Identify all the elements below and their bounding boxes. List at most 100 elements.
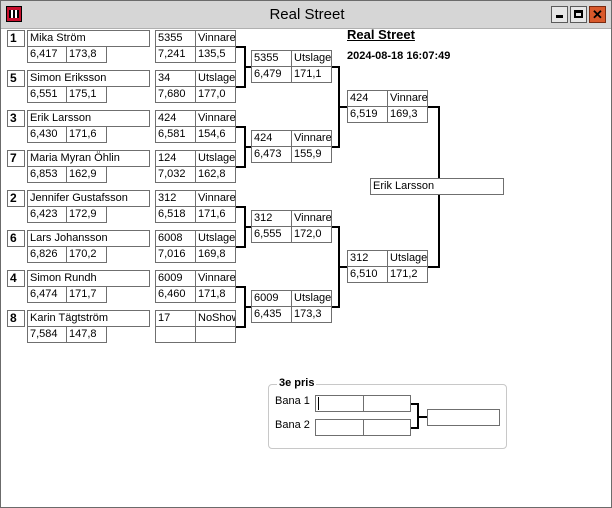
reaction-time-field[interactable] [155,326,196,343]
car-number-field[interactable]: 6008 [155,230,196,247]
speed-field[interactable]: 170,2 [66,246,107,263]
car-number-field[interactable]: 424 [155,110,196,127]
bracket-line [332,66,340,68]
reaction-time-field[interactable]: 6,417 [27,46,67,63]
result-status-field[interactable]: Vinnare [291,210,332,227]
app-icon[interactable] [6,6,22,22]
reaction-time-field[interactable]: 7,016 [155,246,196,263]
third-place-title: 3e pris [277,377,317,389]
result-status-field[interactable]: Utslagen [195,230,236,247]
final-winner-field[interactable]: Erik Larsson [370,178,504,195]
speed-field[interactable]: 162,8 [195,166,236,183]
lane-2-number-field[interactable] [315,419,364,436]
bracket-line [428,266,440,268]
participant-name-field[interactable]: Karin Tägtström [27,310,150,327]
result-status-field[interactable]: Vinnare [195,110,236,127]
reaction-time-field[interactable]: 6,853 [27,166,67,183]
reaction-time-field[interactable]: 6,555 [251,226,292,243]
car-number-field[interactable]: 424 [347,90,388,107]
result-status-field[interactable]: Vinnare [195,30,236,47]
lane-2-status-field[interactable] [363,419,411,436]
text-cursor [318,397,319,410]
car-number-field[interactable]: 5355 [251,50,292,67]
reaction-time-field[interactable]: 6,551 [27,86,67,103]
result-status-field[interactable]: Vinnare [195,190,236,207]
speed-field[interactable]: 169,8 [195,246,236,263]
reaction-time-field[interactable]: 6,430 [27,126,67,143]
speed-field[interactable]: 171,8 [195,286,236,303]
page-heading: Real Street [347,27,415,42]
lane-1-number-field[interactable] [315,395,364,412]
car-number-field[interactable]: 124 [155,150,196,167]
result-status-field[interactable]: Utslagen [195,70,236,87]
car-number-field[interactable]: 17 [155,310,196,327]
speed-field[interactable] [195,326,236,343]
speed-field[interactable]: 177,0 [195,86,236,103]
participant-name-field[interactable]: Simon Rundh [27,270,150,287]
minimize-button[interactable] [551,6,568,23]
speed-field[interactable]: 155,9 [291,146,332,163]
car-number-field[interactable]: 5355 [155,30,196,47]
speed-field[interactable]: 171,6 [66,126,107,143]
maximize-button[interactable] [570,6,587,23]
speed-field[interactable]: 173,3 [291,306,332,323]
result-status-field[interactable]: Utslagen [387,250,428,267]
car-number-field[interactable]: 312 [155,190,196,207]
speed-field[interactable]: 171,1 [291,66,332,83]
speed-field[interactable]: 169,3 [387,106,428,123]
speed-field[interactable]: 135,5 [195,46,236,63]
reaction-time-field[interactable]: 7,032 [155,166,196,183]
speed-field[interactable]: 172,9 [66,206,107,223]
car-number-field[interactable]: 312 [347,250,388,267]
reaction-time-field[interactable]: 6,826 [27,246,67,263]
reaction-time-field[interactable]: 6,423 [27,206,67,223]
car-number-field[interactable]: 312 [251,210,292,227]
bracket-line [236,326,246,328]
reaction-time-field[interactable]: 6,474 [27,286,67,303]
reaction-time-field[interactable]: 6,435 [251,306,292,323]
reaction-time-field[interactable]: 7,241 [155,46,196,63]
reaction-time-field[interactable]: 6,510 [347,266,388,283]
reaction-time-field[interactable]: 7,680 [155,86,196,103]
lane-1-status-field[interactable] [363,395,411,412]
speed-field[interactable]: 171,2 [387,266,428,283]
result-status-field[interactable]: Utslagen [195,150,236,167]
reaction-time-field[interactable]: 6,581 [155,126,196,143]
close-button[interactable]: ✕ [589,6,606,23]
reaction-time-field[interactable]: 6,519 [347,106,388,123]
result-status-field[interactable]: Utslagen [291,290,332,307]
seed-number: 5 [7,70,25,87]
speed-field[interactable]: 147,8 [66,326,107,343]
reaction-time-field[interactable]: 6,473 [251,146,292,163]
reaction-time-field[interactable]: 6,460 [155,286,196,303]
result-status-field[interactable]: NoShow [195,310,236,327]
bracket-line [236,246,246,248]
participant-name-field[interactable]: Lars Johansson [27,230,150,247]
result-status-field[interactable]: Vinnare [291,130,332,147]
seed-number: 4 [7,270,25,287]
third-place-winner-field[interactable] [427,409,500,426]
speed-field[interactable]: 162,9 [66,166,107,183]
speed-field[interactable]: 171,7 [66,286,107,303]
participant-name-field[interactable]: Mika Ström [27,30,150,47]
title-bar[interactable]: Real Street ✕ [1,1,611,29]
speed-field[interactable]: 154,6 [195,126,236,143]
participant-name-field[interactable]: Erik Larsson [27,110,150,127]
result-status-field[interactable]: Vinnare [195,270,236,287]
reaction-time-field[interactable]: 6,518 [155,206,196,223]
car-number-field[interactable]: 6009 [155,270,196,287]
result-status-field[interactable]: Utslagen [291,50,332,67]
participant-name-field[interactable]: Simon Eriksson [27,70,150,87]
speed-field[interactable]: 172,0 [291,226,332,243]
speed-field[interactable]: 171,6 [195,206,236,223]
speed-field[interactable]: 173,8 [66,46,107,63]
car-number-field[interactable]: 6009 [251,290,292,307]
participant-name-field[interactable]: Jennifer Gustafsson [27,190,150,207]
reaction-time-field[interactable]: 6,479 [251,66,292,83]
participant-name-field[interactable]: Maria Myran Öhlin [27,150,150,167]
result-status-field[interactable]: Vinnare [387,90,428,107]
car-number-field[interactable]: 424 [251,130,292,147]
reaction-time-field[interactable]: 7,584 [27,326,67,343]
speed-field[interactable]: 175,1 [66,86,107,103]
car-number-field[interactable]: 34 [155,70,196,87]
